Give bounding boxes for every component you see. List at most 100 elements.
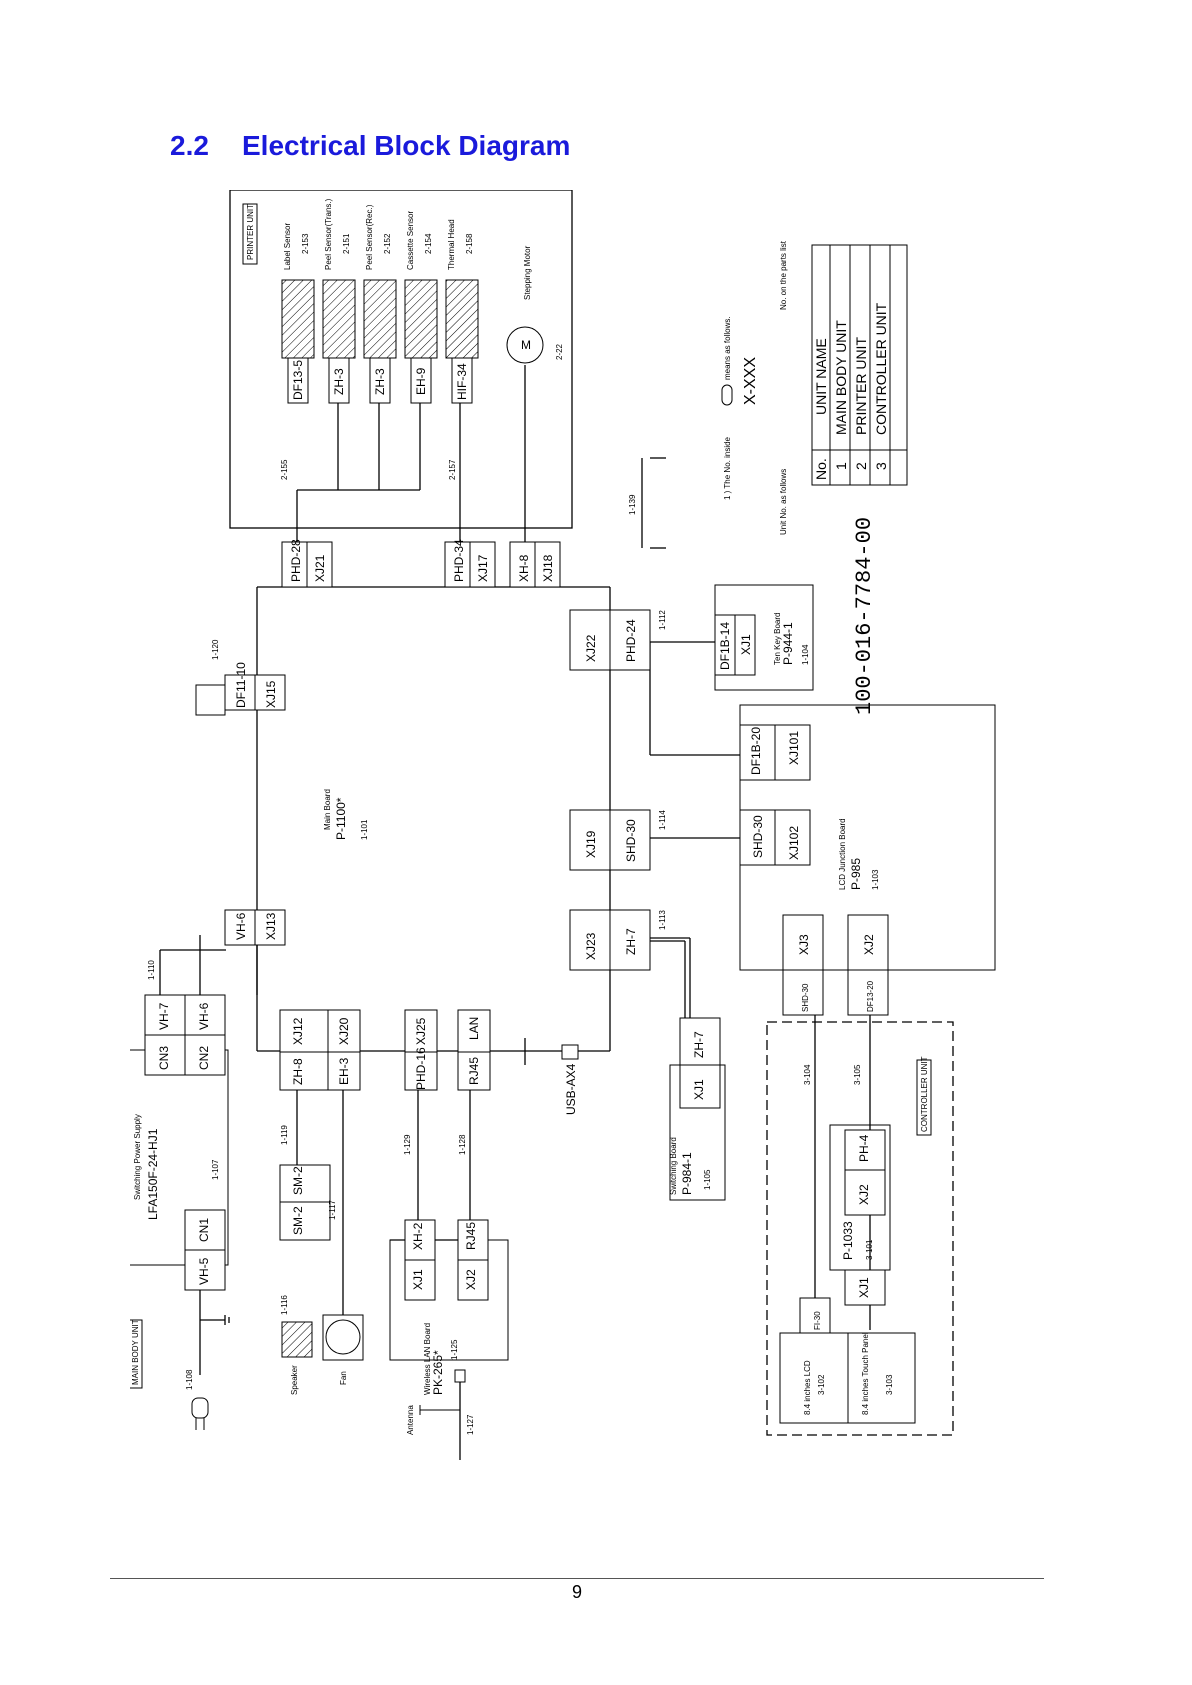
peel-trans-ref: 2-151 — [342, 233, 351, 254]
harness-ref-sensors: 2-155 — [280, 459, 289, 480]
xj13-ref: 1-110 — [147, 960, 156, 980]
antenna-connector — [454, 1369, 466, 1383]
shd30-main-label: SHD-30 — [624, 819, 638, 862]
fan-ref: 1-117 — [328, 1200, 337, 1220]
p1033-xj1-label: XJ1 — [857, 1277, 871, 1298]
footer-rule — [110, 1578, 1044, 1579]
printer-unit-label-box — [242, 203, 258, 265]
phd16-ref: 1-129 — [403, 1134, 412, 1155]
fi30-block — [799, 1297, 831, 1334]
legend-unit-no: Unit No. as follows — [779, 469, 788, 535]
switching-board-ref: 1-105 — [703, 1169, 712, 1190]
eh9-label: EH-9 — [414, 367, 428, 395]
peel-rec-ref: 2-152 — [383, 233, 392, 254]
main-body-unit-label: MAIN BODY UNIT — [131, 1319, 140, 1385]
ten-key-model: P-944-1 — [781, 622, 795, 665]
electrical-block-diagram: PRINTER UNIT DF13-5 ZH-3 ZH-3 EH-9 HIF-3… — [130, 190, 996, 1460]
zh3-connector-2 — [369, 357, 391, 404]
section-number: 2.2 — [170, 130, 209, 161]
legend-col-no: No. — [813, 458, 829, 480]
controller-unit-box — [916, 1059, 932, 1136]
xj12-label: XJ12 — [291, 1017, 305, 1045]
xj25-label: XJ25 — [414, 1017, 428, 1045]
lcd-name: 8.4 inches LCD — [803, 1360, 812, 1415]
zh8-label: ZH-8 — [291, 1058, 305, 1085]
cassette-name: Cassette Sensor — [406, 211, 415, 270]
wlan-model: PK-265* — [431, 1350, 445, 1395]
xj101-label: XJ101 — [787, 731, 801, 765]
sm2-label-a: SM-2 — [291, 1166, 305, 1195]
legend-row2-no: 2 — [853, 462, 869, 470]
touch-ref: 3-103 — [885, 1374, 894, 1395]
zh3-label-2: ZH-3 — [373, 368, 387, 395]
xj102-label: XJ102 — [787, 826, 801, 860]
cassette-ref: 2-154 — [424, 233, 433, 254]
eh3-label: EH-3 — [337, 1057, 351, 1085]
xj3-block — [782, 914, 824, 971]
xh2-label: XH-2 — [411, 1222, 425, 1250]
controller-ref-2: 3-105 — [853, 1064, 862, 1085]
lan-block — [457, 1009, 491, 1091]
main-board-top-connectors: PHD-28 XJ21 PHD-34 XJ17 XH-8 XJ18 — [281, 539, 561, 588]
zh7-main-label: ZH-7 — [624, 928, 638, 955]
rj45-wlan-label: RJ45 — [464, 1222, 478, 1250]
legend-table — [811, 244, 908, 486]
label-sensor-name: Label Sensor — [283, 223, 292, 270]
fan-icon — [325, 1319, 361, 1355]
eh9-connector — [410, 357, 432, 404]
xh8-label: XH-8 — [517, 554, 531, 582]
thermal-head-ref: 2-158 — [465, 233, 474, 254]
lcd-junction-name: LCD Junction Board — [838, 818, 847, 890]
main-board-model: P-1100* — [334, 797, 348, 840]
fan-label: Fan — [339, 1371, 348, 1385]
legend-row2-name: PRINTER UNIT — [853, 337, 869, 435]
main-body-unit-box — [130, 1319, 143, 1389]
legend-parts-no: No. on the parts list — [779, 240, 788, 310]
controller-ref-1: 3-104 — [803, 1064, 812, 1085]
shd30-lcd-label: SHD-30 — [751, 815, 765, 858]
xj17-label: XJ17 — [476, 554, 490, 582]
lan-label: LAN — [467, 1017, 481, 1040]
wireless-lan-board — [389, 1239, 509, 1361]
main-board-name: Main Board — [323, 789, 332, 830]
rj45-ref: 1-128 — [458, 1134, 467, 1155]
fi30-label: FI-30 — [813, 1311, 822, 1330]
ten-key-name: Ten Key Board — [773, 613, 782, 665]
stepping-motor-icon — [506, 326, 544, 364]
xj2-lcd-block — [847, 914, 889, 971]
vh6-main-label: VH-6 — [234, 912, 248, 940]
zh8-ref: 1-119 — [280, 1125, 289, 1145]
document-number: 100-016-7784-00 — [852, 517, 877, 715]
page-number: 9 — [571, 1582, 582, 1602]
label-sensor-ref: 2-153 — [301, 233, 310, 254]
df13-5-connector — [287, 357, 309, 404]
speaker-ref: 1-116 — [280, 1295, 289, 1315]
phd24-label: PHD-24 — [624, 619, 638, 662]
legend: 1 ) The No. inside means as follows. X-X… — [721, 240, 908, 535]
wlan-xj2-label: XJ2 — [464, 1269, 478, 1290]
power-supply-ref: 1-107 — [211, 1159, 220, 1180]
inlet-ref: 1-108 — [185, 1369, 194, 1390]
switching-xj1-label: XJ1 — [692, 1079, 706, 1100]
hif34-label: HIF-34 — [455, 363, 469, 400]
df1b-20-label: DF1B-20 — [749, 727, 763, 775]
peel-sensor-rec — [363, 279, 397, 359]
p1033-ref: 3-101 — [865, 1239, 874, 1260]
speaker-icon — [281, 1321, 313, 1358]
power-supply-name: Switching Power Supply — [133, 1114, 142, 1200]
lcd-junction-model: P-985 — [849, 858, 863, 890]
legend-row3-no: 3 — [873, 462, 889, 470]
motor-symbol: M — [521, 338, 531, 352]
peel-sensor-trans — [322, 279, 356, 359]
p1033-model: P-1033 — [841, 1221, 855, 1260]
power-plug-icon — [191, 1397, 209, 1430]
cn3-label: CN3 — [157, 1046, 171, 1070]
cn2-label: CN2 — [197, 1046, 211, 1070]
xj15-ref: 1-120 — [211, 639, 220, 660]
xj13-label: XJ13 — [264, 912, 278, 940]
power-supply-model: LFA150F-24-HJ1 — [146, 1128, 160, 1220]
legend-row1-name: MAIN BODY UNIT — [833, 320, 849, 435]
main-board-mid-connectors: XJ22 PHD-24 1-112 XJ19 SHD-30 1-114 XJ23… — [569, 609, 667, 971]
hif34-connector — [451, 357, 473, 404]
